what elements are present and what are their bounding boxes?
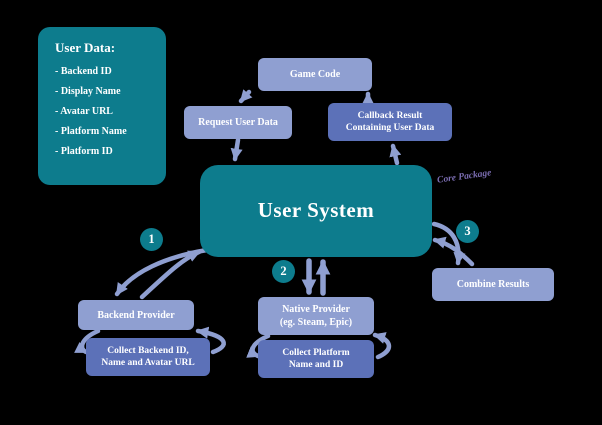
collect-platform-line2: Name and ID <box>288 360 344 370</box>
collect-backend-node: Collect Backend ID, Name and Avatar URL <box>86 338 210 376</box>
backend-provider-node: Backend Provider <box>78 300 194 330</box>
step-3-badge: 3 <box>456 220 479 243</box>
step-3-number: 3 <box>464 224 471 238</box>
arrow-backend-to-usersystem <box>139 249 202 300</box>
native-provider-line1: Native Provider <box>282 304 350 315</box>
user-system-label: User System <box>257 198 375 223</box>
arrow-native-to-collect-platform <box>246 333 271 359</box>
arrow-collect-platform-to-native <box>372 332 392 360</box>
native-provider-node: Native Provider (eg. Steam, Epic) <box>258 297 374 335</box>
collect-backend-line1: Collect Backend ID, <box>107 345 189 356</box>
step-1-badge: 1 <box>140 228 163 251</box>
arrow-backend-to-collect-backend <box>74 328 101 355</box>
native-provider-line2: (eg. Steam, Epic) <box>279 317 353 328</box>
step-2-badge: 2 <box>272 260 295 283</box>
arrow-request-to-usersystem <box>230 137 243 162</box>
arrow-gamecode-to-request <box>238 89 253 104</box>
game-code-label: Game Code <box>289 69 341 80</box>
step-1-number: 1 <box>148 232 155 246</box>
user-data-item-display-name: - Display Name <box>55 86 121 97</box>
combine-results-node: Combine Results <box>432 268 554 301</box>
callback-result-node: Callback Result Containing User Data <box>328 103 452 141</box>
user-data-item-avatar-url: - Avatar URL <box>55 106 113 117</box>
callback-result-line2: Containing User Data <box>345 123 435 133</box>
user-system-node: User System <box>200 165 432 257</box>
arrow-usersystem-to-callback <box>389 143 402 166</box>
backend-provider-label: Backend Provider <box>97 309 175 321</box>
callback-result-line1: Callback Result <box>357 110 423 121</box>
step-2-number: 2 <box>280 264 287 278</box>
user-data-title: User Data: <box>55 40 116 55</box>
arrow-collect-backend-to-backend <box>195 326 226 355</box>
arrow-combine-to-usersystem <box>432 236 475 267</box>
request-user-data-label: Request User Data <box>198 117 278 128</box>
request-user-data-node: Request User Data <box>184 106 292 139</box>
user-data-item-platform-id: - Platform ID <box>55 146 113 157</box>
collect-backend-line2: Name and Avatar URL <box>101 358 195 368</box>
user-data-panel: User Data: - Backend ID - Display Name -… <box>38 27 166 185</box>
collect-platform-line1: Collect Platform <box>282 347 350 358</box>
game-code-node: Game Code <box>258 58 372 91</box>
user-data-item-backend-id: - Backend ID <box>55 66 112 77</box>
user-data-item-platform-name: - Platform Name <box>55 126 127 137</box>
collect-platform-node: Collect Platform Name and ID <box>258 340 374 378</box>
combine-results-label: Combine Results <box>456 279 530 290</box>
arrow-usersystem-to-combine <box>431 221 466 266</box>
